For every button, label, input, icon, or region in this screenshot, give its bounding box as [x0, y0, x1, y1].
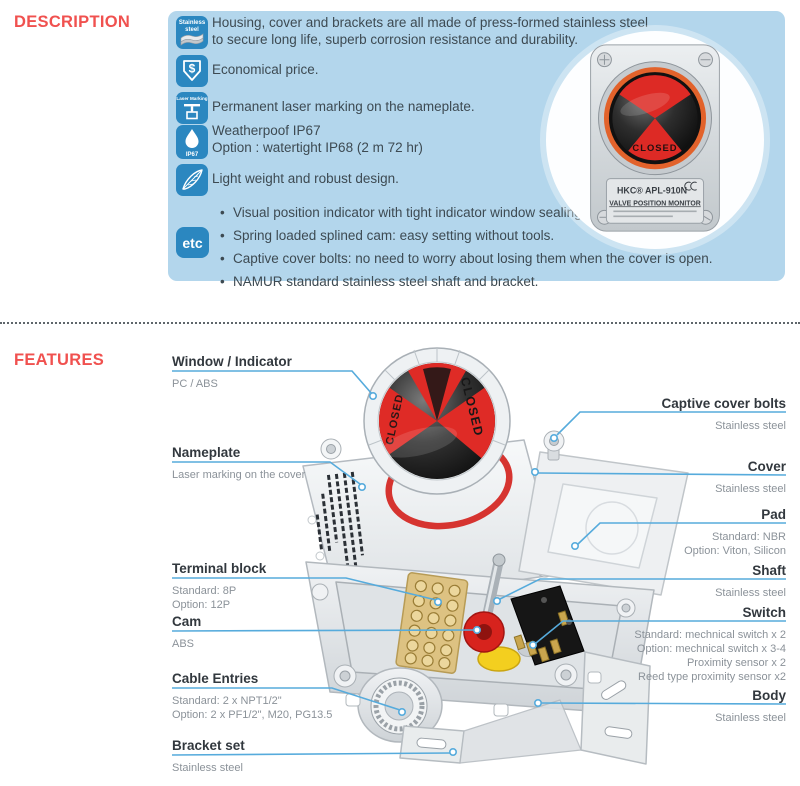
laser-marking-icon: Laser Marking: [176, 92, 208, 124]
svg-text:Laser Marking: Laser Marking: [176, 96, 207, 101]
svg-text:Stainless: Stainless: [179, 20, 206, 26]
callout-cover: Cover Stainless steel: [715, 459, 786, 495]
etc-icon: etc: [176, 227, 209, 258]
product-photo: CLOSED HKC® APL-910N VALVE POSITION MONI…: [546, 31, 764, 249]
callout-pad: Pad Standard: NBR Option: Viton, Silicon: [684, 507, 786, 557]
callout-terminal-block: Terminal block Standard: 8P Option: 12P: [172, 561, 267, 611]
feature-text: Permanent laser marking on the nameplate…: [212, 99, 475, 114]
etc-bullet: NAMUR standard stainless steel shaft and…: [220, 270, 713, 293]
leader-endpoints: [357, 391, 579, 756]
feature-text: Economical price.: [212, 62, 319, 77]
callout-nameplate: Nameplate Laser marking on the cover: [172, 445, 306, 481]
photo-brand-model: HKC® APL-910N: [617, 186, 687, 196]
stainless-steel-icon: Stainless steel: [176, 16, 208, 49]
product-photo-image: CLOSED HKC® APL-910N VALVE POSITION MONI…: [590, 44, 720, 232]
economical-price-icon: $: [176, 55, 208, 87]
nameplate-laser-text: [315, 471, 364, 568]
etc-bullet: Spring loaded splined cam: easy setting …: [220, 224, 713, 247]
device-diagram-svg: CLOSED CLOSED: [171, 347, 787, 765]
photo-indicator-text: CLOSED: [632, 142, 677, 153]
dome-indicator: CLOSED CLOSED: [363, 347, 511, 495]
callout-window-indicator: Window / Indicator PC / ABS: [172, 354, 292, 390]
callout-shaft: Shaft Stainless steel: [715, 563, 786, 599]
description-heading: DESCRIPTION: [14, 13, 131, 31]
feature-text: Light weight and robust design.: [212, 171, 399, 186]
callout-captive-cover-bolts: Captive cover bolts Stainless steel: [661, 396, 786, 432]
description-panel: Stainless steel Housing, cover and brack…: [168, 11, 785, 293]
callout-bracket-set: Bracket set Stainless steel: [172, 738, 245, 774]
body-case: [305, 553, 655, 743]
cam: [463, 611, 521, 672]
terminal-block: [395, 572, 469, 674]
leader-lines: [171, 370, 787, 756]
etc-bullet: Visual position indicator with tight ind…: [220, 201, 713, 224]
features-heading: FEATURES: [14, 351, 105, 369]
ce-mark: [684, 181, 697, 191]
feature-text: Housing, cover and brackets are all made…: [212, 15, 648, 47]
etc-bullet-list: Visual position indicator with tight ind…: [220, 201, 713, 293]
callout-cam: Cam ABS: [172, 614, 202, 650]
callout-cable-entries: Cable Entries Standard: 2 x NPT1/2" Opti…: [172, 671, 333, 721]
svg-text:$: $: [189, 62, 196, 76]
photo-title: VALVE POSITION MONITOR: [609, 200, 701, 207]
callout-switch: Switch Standard: mechnical switch x 2 Op…: [634, 605, 786, 683]
feature-text: Weatherpoof IP67 Option : watertight IP6…: [212, 123, 423, 155]
svg-text:steel: steel: [185, 27, 199, 33]
svg-text:IP67: IP67: [186, 152, 199, 158]
etc-bullet: Captive cover bolts: no need to worry ab…: [220, 247, 713, 270]
ip67-drop-icon: IP67: [176, 125, 208, 159]
feather-icon: [176, 164, 208, 196]
callout-body: Body Stainless steel: [715, 688, 786, 724]
dotted-divider: [0, 322, 800, 324]
